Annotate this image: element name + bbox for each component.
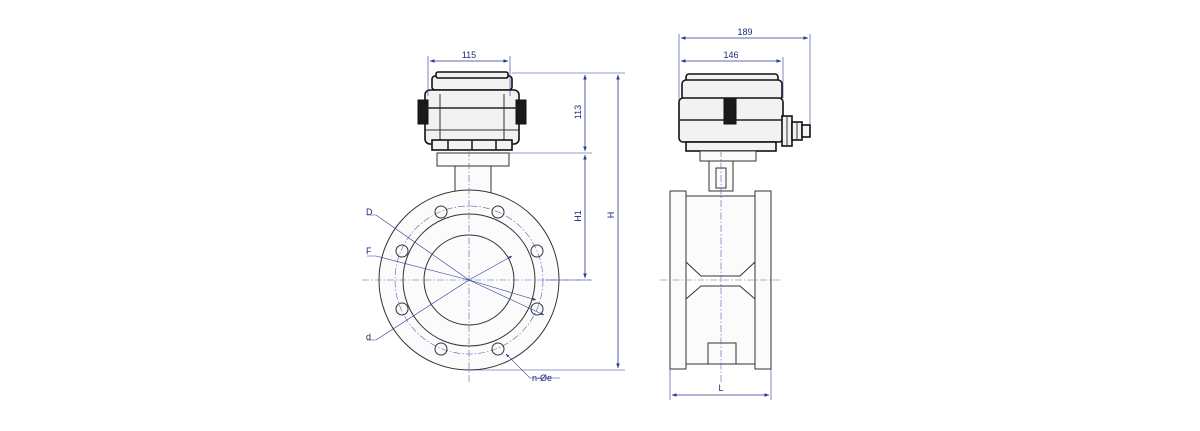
dim-146-label: 146	[723, 50, 738, 60]
label-d-outer: D	[366, 207, 373, 217]
dim-115	[427, 56, 511, 96]
label-d-inner: d	[366, 332, 371, 342]
front-view: D F d n-Øe 115 113 H1 H	[362, 50, 625, 383]
dim-115-label: 115	[462, 50, 476, 60]
bolt-hole	[395, 302, 409, 316]
bolt-hole	[491, 205, 505, 219]
dim-l-label: L	[718, 383, 723, 393]
cable-gland	[781, 115, 811, 147]
front-actuator	[417, 71, 527, 151]
side-actuator	[678, 73, 784, 152]
dim-l	[669, 369, 772, 400]
diameter-leaders	[367, 214, 560, 379]
bolt-holes	[395, 205, 544, 356]
bolt-hole	[434, 205, 448, 219]
dim-h1-label: H1	[573, 210, 583, 222]
bolt-hole	[434, 342, 448, 356]
dim-113-label: 113	[573, 105, 583, 119]
dim-h-label: H	[606, 212, 616, 219]
front-top-flange	[436, 152, 510, 167]
side-body	[660, 150, 782, 382]
bolt-hole	[395, 244, 409, 258]
label-f: F	[366, 246, 372, 256]
dim-189	[678, 34, 811, 124]
dim-146	[680, 57, 784, 98]
dim-189-label: 189	[737, 27, 752, 37]
side-view: 189 146 L	[660, 27, 811, 400]
label-bolt-holes: n-Øe	[532, 373, 552, 383]
bolt-hole	[491, 342, 505, 356]
bolt-hole	[530, 244, 544, 258]
